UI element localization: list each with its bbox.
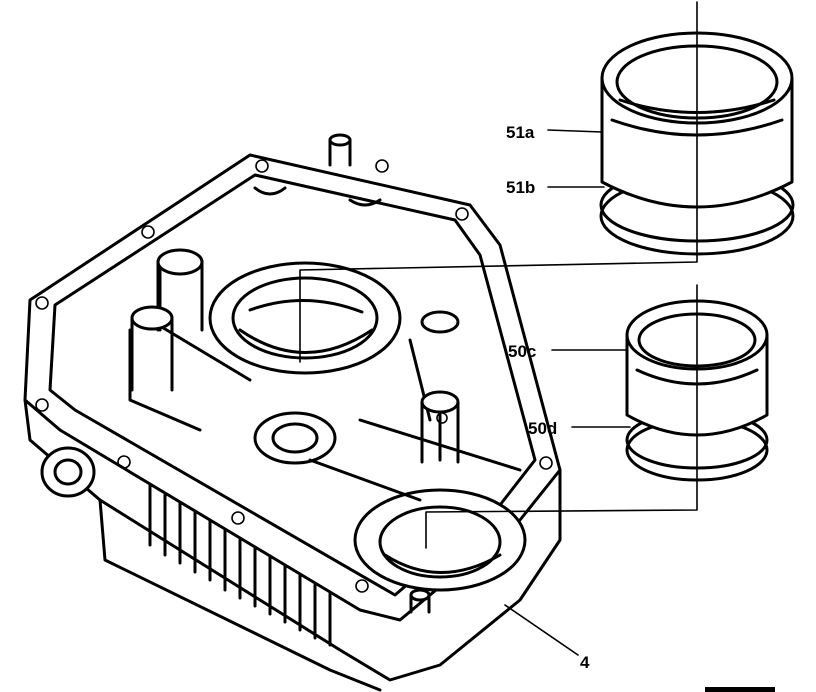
lower-bearing-bore-inner — [378, 505, 502, 579]
callout-4: 4 — [580, 653, 590, 672]
flange-lugs — [253, 186, 382, 207]
upper-bearing-bore-outer — [208, 261, 402, 375]
housing-bottom-edge — [98, 498, 382, 692]
upper-bearing-bore-shoulder — [238, 328, 374, 354]
drawing-marks — [705, 687, 775, 692]
drain-boss-hole — [53, 458, 83, 486]
drain-boss — [40, 446, 96, 498]
callout-51b: 51b — [506, 178, 535, 197]
center-bore-outer — [253, 411, 337, 465]
upper-bearing-bore-inner — [231, 276, 379, 360]
assembly-axis-lines — [299, 1, 698, 549]
housing-posts — [130, 133, 460, 614]
flange-bolt-holes — [35, 159, 553, 593]
callout-50c: 50c — [508, 342, 536, 361]
leader-lines — [504, 129, 631, 656]
gearbox-housing — [23, 133, 562, 692]
callout-51a: 51a — [506, 123, 535, 142]
internal-ribs — [128, 258, 522, 502]
cooling-fins — [148, 483, 332, 647]
housing-inner-flange — [48, 173, 537, 597]
callout-50d: 50d — [528, 419, 557, 438]
center-bore-inner — [271, 422, 319, 454]
